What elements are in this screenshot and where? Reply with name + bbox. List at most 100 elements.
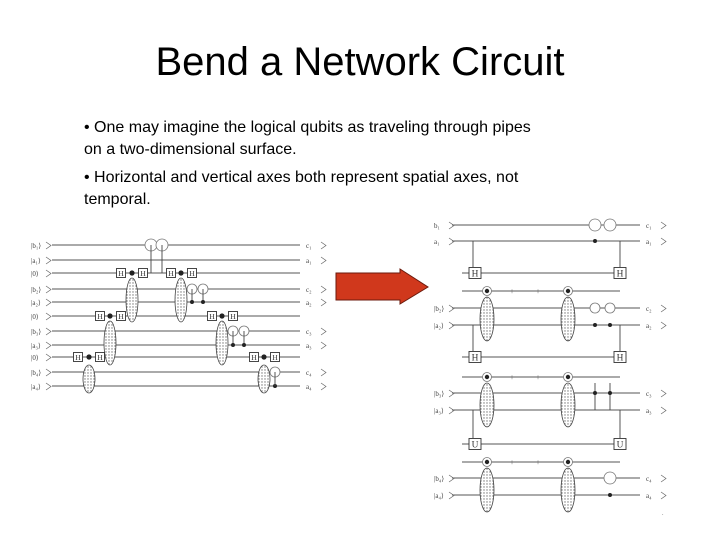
- entangle-ellipse: [257, 364, 271, 394]
- gate-label: H: [472, 270, 479, 280]
- wire-label: c₁: [646, 222, 652, 230]
- wire-label: c₃: [646, 390, 652, 398]
- gate-box: [95, 311, 105, 321]
- wire-label-bracket: [320, 368, 327, 377]
- entangle-ellipse: [479, 467, 495, 513]
- control-dot: [129, 270, 135, 276]
- wire-label-bracket: [45, 327, 52, 336]
- wire-label-bracket: [320, 285, 327, 294]
- wire-label: c₂: [306, 286, 312, 294]
- gate-label: H: [97, 312, 103, 321]
- wire-label-bracket: [448, 304, 455, 313]
- wire-label: c₁: [306, 242, 312, 250]
- wire-label: |a₂⟩: [434, 322, 444, 330]
- measure-circle: [603, 471, 617, 485]
- gate-label: H: [617, 354, 624, 364]
- wire-label: c₃: [306, 328, 312, 336]
- wire-label-bracket: [660, 474, 667, 483]
- wire-label: |b₃⟩: [434, 390, 444, 398]
- wire-label-bracket: [448, 491, 455, 500]
- gate-box: [613, 267, 627, 279]
- wire-label: a₂: [306, 299, 312, 307]
- control-dot: [484, 459, 490, 465]
- gate-label: H: [140, 269, 146, 278]
- slide-title: Bend a Network Circuit: [155, 40, 565, 84]
- wire-label-bracket: [45, 341, 52, 350]
- wire-label-bracket: [45, 256, 52, 265]
- gate-box: [270, 352, 280, 362]
- wire-label: a₄: [646, 492, 652, 500]
- gate-box: [228, 311, 238, 321]
- gate-box: [613, 438, 627, 450]
- wire-label: a₁: [306, 257, 312, 265]
- wire-label: |a₃⟩: [434, 407, 444, 415]
- control-dot: [86, 354, 92, 360]
- wire-label: c₂: [646, 305, 652, 313]
- control-dot: [608, 391, 612, 395]
- wire-label: c₄: [646, 475, 652, 483]
- measure-circle: [604, 302, 616, 314]
- wire-label-bracket: [448, 389, 455, 398]
- wire-label: a₃: [646, 407, 652, 415]
- gate-label: H: [251, 353, 257, 362]
- gate-box: [95, 352, 105, 362]
- wire-label-bracket: [45, 241, 52, 250]
- wire-label-bracket: [320, 256, 327, 265]
- gate-box: [187, 268, 197, 278]
- gate-box: [249, 352, 259, 362]
- control-dot: [219, 313, 225, 319]
- gate-box: [468, 351, 482, 363]
- control-dot: [565, 459, 571, 465]
- gate-box: [166, 268, 176, 278]
- wire-label-bracket: [320, 382, 327, 391]
- control-dot: [201, 300, 205, 304]
- gate-label: H: [209, 312, 215, 321]
- bullet-point: • Horizontal and vertical axes both repr…: [84, 169, 519, 208]
- wire-label-bracket: [448, 321, 455, 330]
- wire-label-bracket: [448, 237, 455, 246]
- wire-label-bracket: [320, 327, 327, 336]
- gate-mark: +: [510, 458, 515, 467]
- wire-label: a₄: [306, 383, 312, 391]
- wire-label-bracket: [660, 221, 667, 230]
- wire-label: |a₂⟩: [31, 299, 41, 307]
- gate-box: [116, 268, 126, 278]
- bullet-point: • One may imagine the logical qubits as …: [84, 119, 531, 158]
- gate-mark: +: [536, 458, 541, 467]
- entangle-ellipse: [174, 277, 188, 323]
- control-dot: [593, 239, 597, 243]
- wire-label: c₄: [306, 369, 312, 377]
- wire-label: |b₂⟩: [31, 286, 41, 294]
- wire-label-bracket: [660, 406, 667, 415]
- wire-label: b₁: [434, 222, 440, 230]
- wire-label-bracket: [45, 353, 52, 362]
- gate-label: U: [472, 441, 479, 451]
- page-mark: .: [662, 511, 664, 517]
- wire-label: |0⟩: [31, 270, 39, 278]
- wire-label-bracket: [660, 321, 667, 330]
- gate-box: [613, 351, 627, 363]
- gate-label: H: [189, 269, 195, 278]
- wire-label-bracket: [45, 382, 52, 391]
- gate-box: [116, 311, 126, 321]
- gate-label: H: [118, 269, 124, 278]
- wire-label: |0⟩: [31, 354, 39, 362]
- gate-box: [207, 311, 217, 321]
- entangle-ellipse: [479, 382, 495, 428]
- wire-label: |a₄⟩: [31, 383, 41, 391]
- wire-label-bracket: [660, 237, 667, 246]
- gate-label: H: [272, 353, 278, 362]
- control-dot: [178, 270, 184, 276]
- wire-label-bracket: [45, 298, 52, 307]
- control-dot: [565, 288, 571, 294]
- control-dot: [608, 493, 612, 497]
- gate-label: H: [118, 312, 124, 321]
- wire-label-bracket: [320, 241, 327, 250]
- gate-label: H: [75, 353, 81, 362]
- gate-box: [138, 268, 148, 278]
- gate-box: [73, 352, 83, 362]
- wire-label-bracket: [320, 298, 327, 307]
- entangle-ellipse: [82, 364, 96, 394]
- wire-label-bracket: [660, 304, 667, 313]
